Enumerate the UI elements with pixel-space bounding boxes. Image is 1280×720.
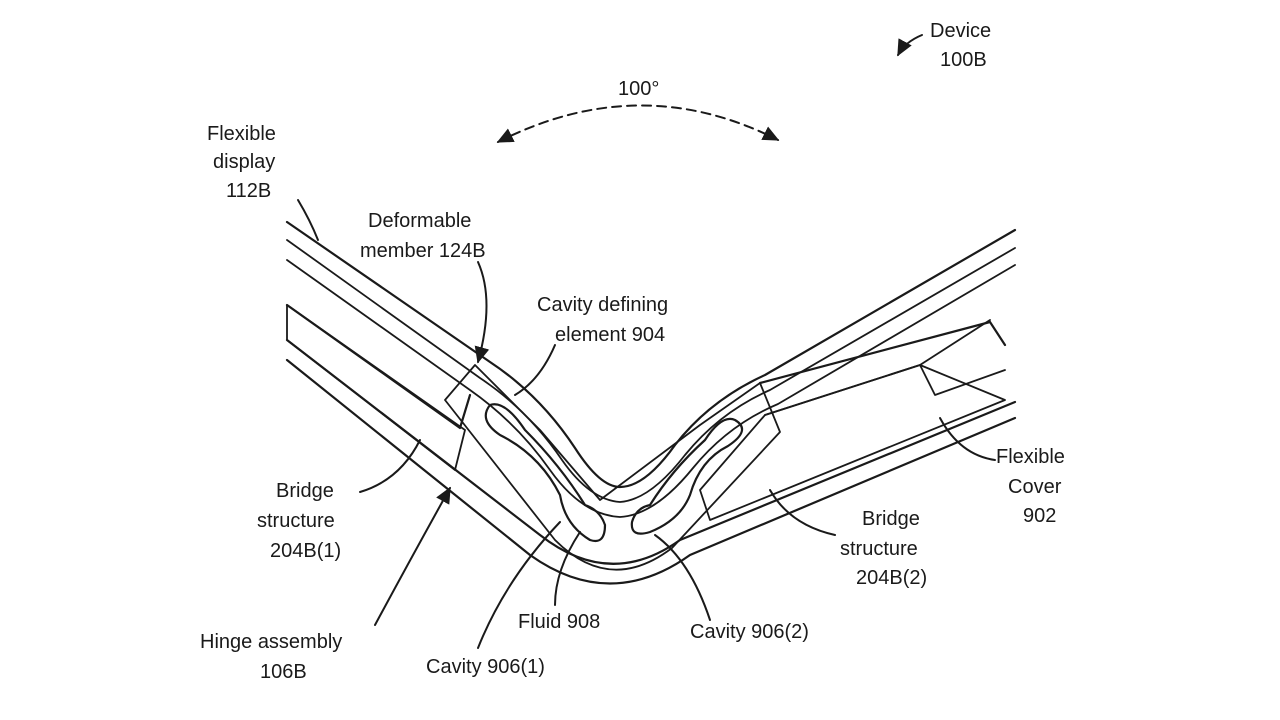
label-flexible-cover-line2: Cover	[1008, 476, 1062, 498]
display-base-line	[285, 303, 472, 430]
bridge-structure-right-shape	[699, 364, 1006, 521]
label-device-line2: 100B	[940, 49, 987, 71]
leader-bridge-right	[769, 489, 836, 536]
label-angle: 100°	[618, 78, 659, 100]
label-deformable-member-line1: Deformable	[368, 210, 471, 232]
label-fluid: Fluid 908	[518, 611, 600, 633]
label-bridge-2-line1: Bridge	[862, 508, 920, 530]
display-layer-line	[286, 259, 1016, 518]
label-flexible-cover-line3: 902	[1023, 505, 1056, 527]
label-bridge-structure-2: Bridge structure 204B(2)	[840, 508, 927, 589]
leader-bridge-left	[359, 439, 421, 493]
leader-device	[897, 34, 923, 57]
label-flexible-display: Flexible display 112B	[207, 123, 276, 202]
label-flexible-display-line2: display	[213, 151, 275, 173]
flexible-display-shape	[285, 220, 1017, 489]
cavity-906-2-shape	[630, 417, 744, 535]
label-cavity-defining-line2: element 904	[555, 324, 665, 346]
label-hinge-line1: Hinge assembly	[200, 631, 342, 653]
label-bridge-1-line2: structure	[257, 510, 335, 532]
label-hinge-assembly: Hinge assembly 106B	[200, 631, 342, 683]
label-device: Device 100B	[930, 20, 991, 71]
bridge-structure-left-shape	[286, 304, 466, 471]
leader-deformable-member	[474, 261, 490, 364]
label-bridge-1-line1: Bridge	[276, 480, 334, 502]
label-cavity-defining-line1: Cavity defining	[537, 294, 668, 316]
housing-right-top	[758, 320, 1007, 385]
leader-cavity-defining	[514, 344, 556, 396]
housing-outer-bottom	[285, 358, 1017, 585]
label-bridge-structure-1: Bridge structure 204B(1)	[257, 480, 341, 562]
label-cavity-906-1: Cavity 906(1)	[426, 656, 545, 678]
leader-cavity-906-1	[477, 521, 561, 649]
cavity-906-1-shape	[484, 403, 607, 543]
label-deformable-member: Deformable member 124B	[360, 210, 486, 262]
leader-hinge-assembly	[374, 486, 451, 626]
label-device-line1: Device	[930, 20, 991, 42]
leader-flexible-display	[297, 199, 319, 241]
label-flexible-cover-line1: Flexible	[996, 446, 1065, 468]
display-layer-line	[286, 239, 1016, 503]
label-bridge-2-line3: 204B(2)	[856, 567, 927, 589]
label-bridge-2-line2: structure	[840, 538, 918, 560]
label-cavity-defining-element: Cavity defining element 904	[537, 294, 668, 346]
deformable-member-shape	[444, 364, 781, 571]
label-flexible-display-line3: 112B	[226, 180, 271, 202]
right-pocket-box	[764, 319, 1006, 416]
housing-inner-left	[285, 338, 1017, 565]
leader-flexible-cover	[939, 417, 996, 461]
leader-fluid	[554, 531, 581, 606]
label-deformable-member-line2: member 124B	[360, 240, 486, 262]
label-bridge-1-line3: 204B(1)	[270, 540, 341, 562]
label-cavity-906-2: Cavity 906(2)	[690, 621, 809, 643]
angle-arc	[496, 104, 780, 143]
label-hinge-line2: 106B	[260, 661, 307, 683]
label-flexible-cover: Flexible Cover 902	[996, 446, 1065, 527]
label-flexible-display-line1: Flexible	[207, 123, 276, 145]
leader-cavity-906-2	[654, 534, 711, 621]
